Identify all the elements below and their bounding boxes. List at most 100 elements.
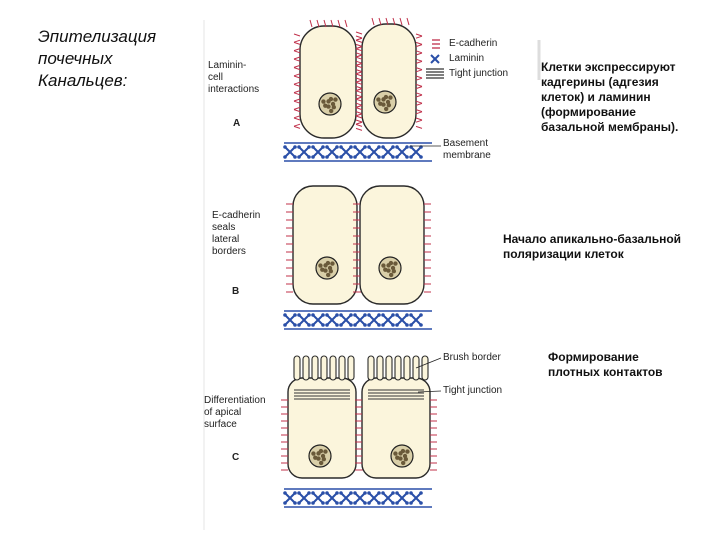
panel-b-nucleus-chromatin <box>325 260 331 266</box>
panel-a-cadherin <box>415 50 423 54</box>
panel-b-basement-membrane-laminin <box>326 314 338 326</box>
panel-c-microvillus <box>367 355 375 381</box>
panel-b-basement-membrane-laminin-knot <box>405 323 409 327</box>
panel-a-cells <box>293 17 423 139</box>
panel-c-basement-membrane-laminin-knot <box>339 501 343 505</box>
panel-c-basement-membrane-laminin-knot <box>367 501 371 505</box>
panel-b-label: E-cadherin seals lateral borders <box>212 210 261 257</box>
panel-a-basement-membrane-laminin <box>368 146 380 158</box>
panel-b-nucleus-chromatin <box>330 261 335 266</box>
panel-c-basement-membrane-laminin-knot <box>381 491 385 495</box>
panel-b-cell <box>359 185 425 305</box>
panel-b-cell <box>292 185 358 305</box>
panel-b-basement-membrane-laminin-knot <box>419 323 423 327</box>
panel-c-basement-membrane-laminin-knot <box>363 501 367 505</box>
panel-a-cadherin <box>355 31 363 35</box>
panel-a-nucleus-chromatin <box>321 99 326 104</box>
panel-b-nucleus-chromatin <box>381 263 386 268</box>
panel-a-cadherin <box>293 58 301 62</box>
panel-c-basement-membrane-laminin-knot <box>409 501 413 505</box>
panel-c-basement-membrane-laminin-knot <box>335 501 339 505</box>
panel-c-basement-membrane-laminin-knot <box>335 491 339 495</box>
panel-a-cadherin <box>415 102 423 106</box>
panel-a-nucleus-chromatin <box>323 103 328 108</box>
panel-b-basement-membrane-laminin-knot <box>409 323 413 327</box>
panel-c-basement-membrane-laminin-knot <box>321 501 325 505</box>
panel-a-cadherin <box>406 17 410 26</box>
panel-b-basement-membrane-laminin <box>368 314 380 326</box>
panel-a-cadherin <box>355 81 363 85</box>
panel-a-cadherin <box>415 33 423 37</box>
panel-c-basement-membrane-laminin-knot <box>363 491 367 495</box>
panel-a-basement-membrane-laminin-knot <box>381 145 385 149</box>
panel-c-nucleus-chromatin <box>393 451 398 456</box>
panel-b-basement-membrane-laminin-knot <box>293 323 297 327</box>
panel-b-basement-membrane-laminin-knot <box>293 313 297 317</box>
panel-a-basement-membrane-laminin-knot <box>307 145 311 149</box>
panel-a-basement-membrane-laminin-knot <box>349 155 353 159</box>
panel-a-cadherin <box>355 121 363 125</box>
panel-c-basement-membrane-laminin-knot <box>311 491 315 495</box>
panel-a-cadherin <box>415 83 423 87</box>
panel-c-nucleus-chromatin <box>395 455 400 460</box>
panel-c-basement-membrane-laminin-knot <box>381 501 385 505</box>
panel-c-basement-membrane-laminin-knot <box>311 501 315 505</box>
panel-a-basement-membrane-laminin-knot <box>363 155 367 159</box>
panel-a-basement-membrane-laminin <box>312 146 324 158</box>
panel-a-cadherin <box>378 17 382 26</box>
panel-b-basement-membrane-laminin-knot <box>307 323 311 327</box>
panel-b-nucleus-chromatin <box>388 260 394 266</box>
panel-b-basement-membrane-laminin-knot <box>311 323 315 327</box>
panel-a-cadherin <box>355 88 363 92</box>
legend-tight-junction-label: Tight junction <box>449 68 509 79</box>
panel-b-basement-membrane-laminin-knot <box>377 323 381 327</box>
panel-a-basement-membrane-laminin-knot <box>297 155 301 159</box>
panel-a-basement-membrane-laminin-knot <box>353 155 357 159</box>
panel-a-nucleus-chromatin <box>383 94 389 100</box>
panel-a-cadherin <box>355 123 363 127</box>
panel-c-basement-membrane-laminin-knot <box>349 501 353 505</box>
note-cadherin-expression: Клетки экспрессируют кадгерины (адгезия … <box>541 60 679 134</box>
panel-c-basement-membrane-laminin <box>340 492 352 504</box>
panel-c-basement-membrane-laminin-knot <box>349 491 353 495</box>
panel-a-basement-membrane-laminin-knot <box>377 155 381 159</box>
panel-c-basement-membrane-laminin-knot <box>339 491 343 495</box>
panel-b-nucleus-chromatin <box>388 272 394 278</box>
panel-c-basement-membrane-laminin-knot <box>293 491 297 495</box>
panel-a-basement-membrane-laminin-knot <box>391 155 395 159</box>
panel-a-cadherin <box>415 41 423 45</box>
panel-a-cadherin <box>355 107 363 111</box>
panel-b-basement-membrane-laminin-knot <box>339 313 343 317</box>
panel-c-microvillus <box>293 355 301 381</box>
panel-b-nucleus-chromatin <box>328 269 334 274</box>
panel-a-basement-membrane-laminin <box>284 146 296 158</box>
panel-c-basement-membrane-laminin-knot <box>325 501 329 505</box>
panel-b-basement-membrane-laminin <box>284 314 296 326</box>
panel-b-basement-membrane-laminin-knot <box>321 313 325 317</box>
panel-a-basement-membrane-laminin-knot <box>321 155 325 159</box>
panel-a-basement-membrane-laminin-knot <box>405 155 409 159</box>
panel-c-microvillus <box>320 355 328 381</box>
panel-a-basement-membrane-laminin-knot <box>363 145 367 149</box>
panel-a-nucleus-chromatin <box>378 101 383 106</box>
panel-c-nucleus-chromatin <box>323 449 328 454</box>
panel-a-nucleus-chromatin <box>331 105 337 110</box>
panel-a-cadherin <box>415 100 423 104</box>
panel-a-basement-membrane-laminin-knot <box>419 155 423 159</box>
panel-c-nucleus-chromatin <box>321 457 327 462</box>
panel-c-nucleus-chromatin <box>400 448 406 454</box>
panel-c-basement-membrane-laminin-knot <box>283 501 287 505</box>
panel-a-cadherin <box>293 117 301 121</box>
panel-a-basement-membrane-laminin-knot <box>293 145 297 149</box>
panel-c-basement-membrane-laminin-knot <box>391 491 395 495</box>
page-title: Эпителизация почечных Канальцев: <box>38 27 157 90</box>
panel-b-basement-membrane-laminin-knot <box>367 323 371 327</box>
panel-a-basement-membrane-laminin-knot <box>377 145 381 149</box>
panel-a-cadherin <box>293 100 301 104</box>
panel-a-cadherin <box>355 52 363 56</box>
panel-b-basement-membrane-laminin-knot <box>339 323 343 327</box>
panel-a-cadherin <box>415 75 423 79</box>
panel-a-cadherin <box>355 90 363 94</box>
panel-a-cadherin <box>355 69 363 73</box>
panel-c-nucleus-chromatin <box>403 457 409 462</box>
